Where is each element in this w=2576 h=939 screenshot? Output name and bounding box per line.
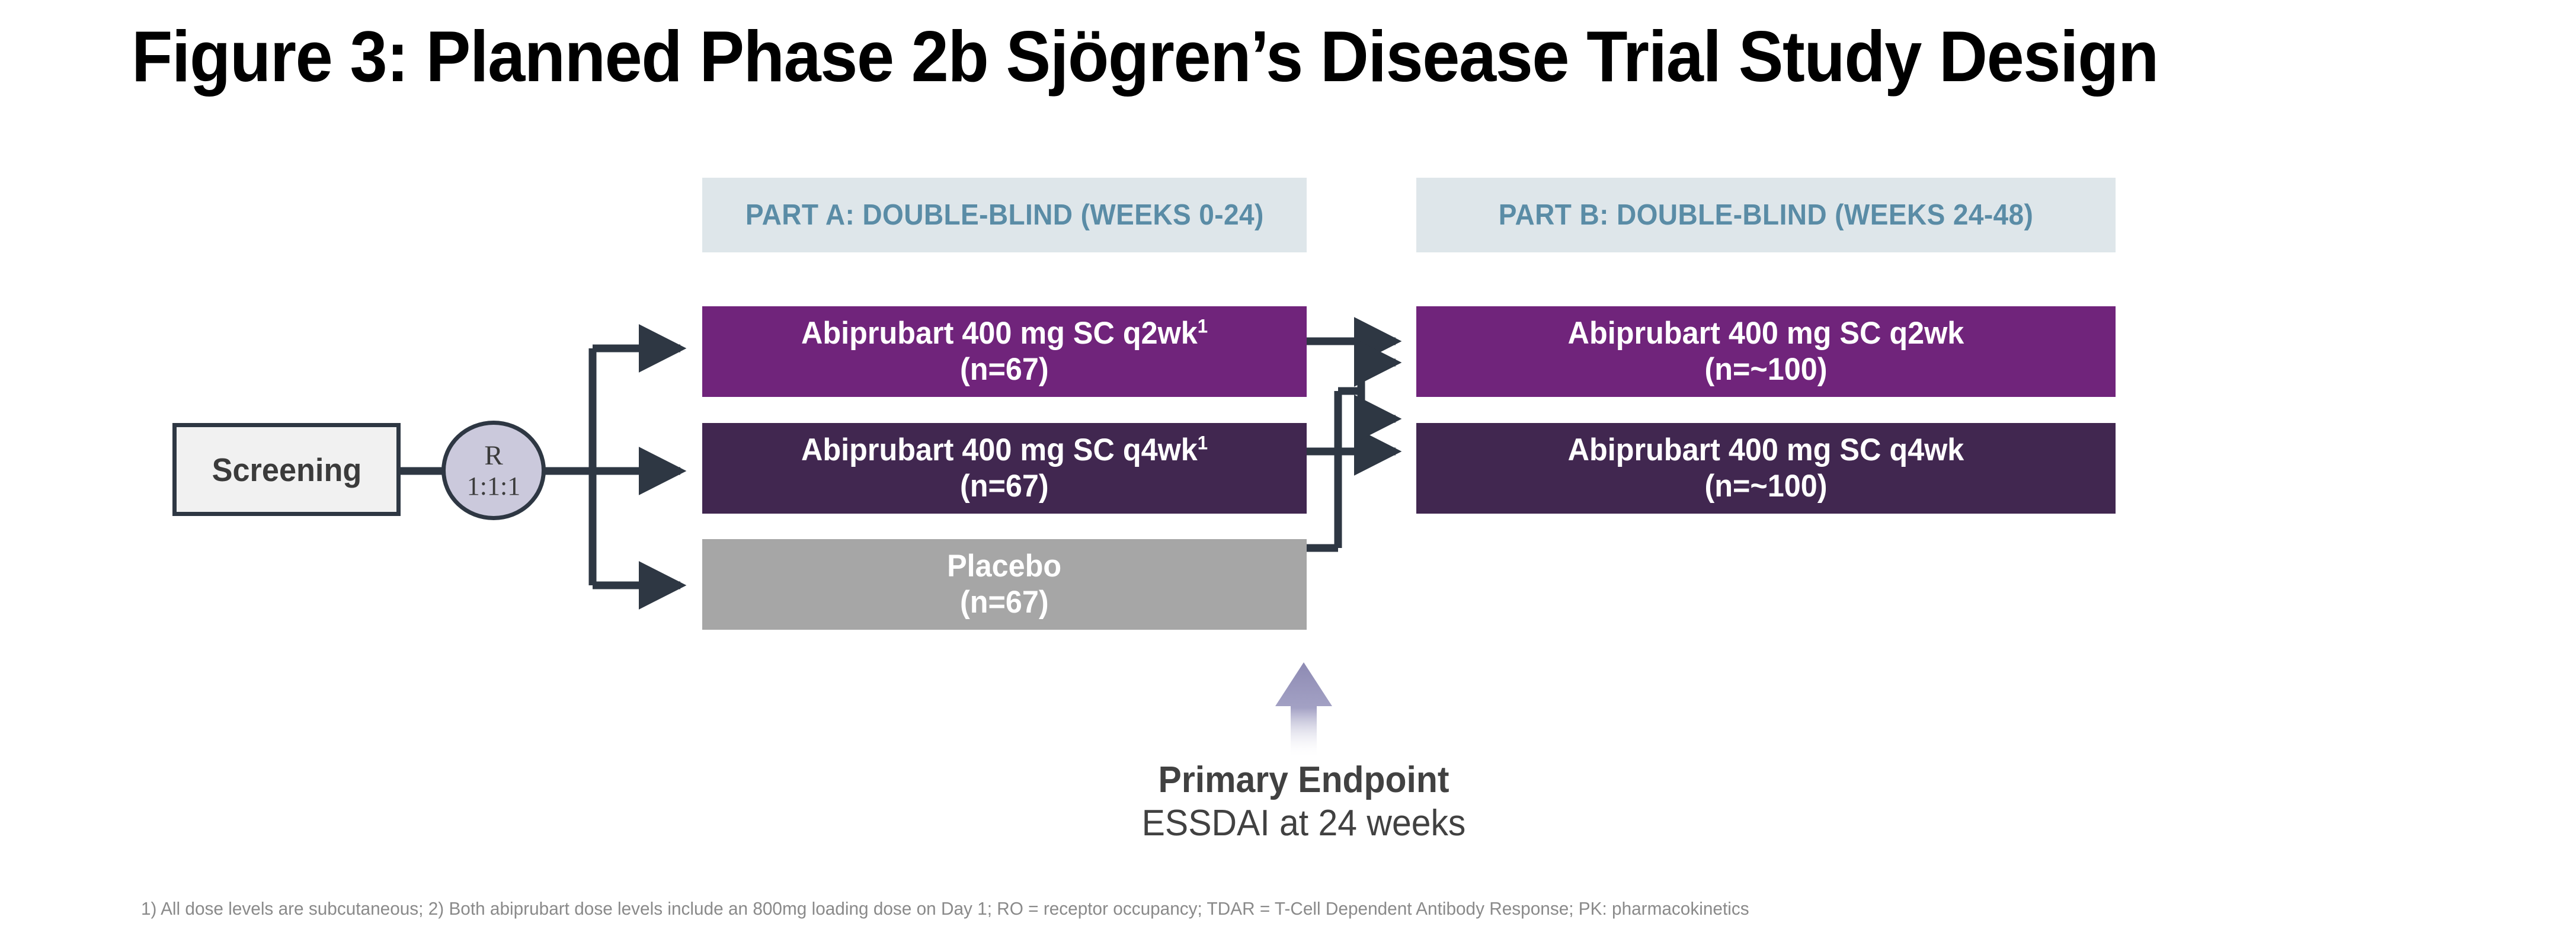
part-a-header-label: PART A: DOUBLE-BLIND (WEEKS 0-24) <box>745 199 1264 231</box>
figure-footnote: 1) All dose levels are subcutaneous; 2) … <box>141 898 1749 919</box>
arm-bar-part-b-q4wk: Abiprubart 400 mg SC q4wk (n=~100) <box>1416 423 2116 514</box>
arm-enrollment-label: (n=~100) <box>1704 468 1828 504</box>
arm-enrollment-label: (n=67) <box>960 584 1049 620</box>
primary-endpoint-measure: ESSDAI at 24 weeks <box>1141 803 1466 844</box>
part-a-header-band: PART A: DOUBLE-BLIND (WEEKS 0-24) <box>702 178 1307 252</box>
part-b-header-label: PART B: DOUBLE-BLIND (WEEKS 24-48) <box>1498 199 2034 231</box>
figure-title: Figure 3: Planned Phase 2b Sjögren’s Dis… <box>132 16 2159 97</box>
arm-drug-label: Abiprubart 400 mg SC q4wk1 <box>801 431 1208 468</box>
arm-enrollment-label: (n=67) <box>960 351 1049 387</box>
primary-endpoint-caption: Primary Endpoint ESSDAI at 24 weeks <box>1007 758 1600 845</box>
arm-enrollment-label: (n=67) <box>960 468 1049 504</box>
arm-bar-part-a-placebo: Placebo (n=67) <box>702 539 1307 630</box>
arm-bar-part-a-q4wk: Abiprubart 400 mg SC q4wk1 (n=67) <box>702 423 1307 514</box>
arm-footnote-marker: 1 <box>1197 431 1208 454</box>
arm-footnote-marker: 1 <box>1197 315 1208 337</box>
randomization-node: R 1:1:1 <box>441 421 546 520</box>
screening-box: Screening <box>172 423 401 516</box>
randomization-ratio: 1:1:1 <box>466 471 521 501</box>
randomization-letter: R <box>484 440 503 472</box>
arm-drug-label: Abiprubart 400 mg SC q4wk <box>1567 432 1964 468</box>
part-b-header-band: PART B: DOUBLE-BLIND (WEEKS 24-48) <box>1416 178 2116 252</box>
primary-endpoint-title: Primary Endpoint <box>1158 759 1449 800</box>
arm-drug-label: Placebo <box>947 549 1062 584</box>
primary-endpoint-arrow-icon <box>1275 662 1332 757</box>
arm-drug-label: Abiprubart 400 mg SC q2wk <box>1567 316 1964 351</box>
arm-enrollment-label: (n=~100) <box>1704 351 1828 387</box>
arm-drug-label: Abiprubart 400 mg SC q2wk1 <box>801 315 1208 351</box>
arm-bar-part-a-q2wk: Abiprubart 400 mg SC q2wk1 (n=67) <box>702 306 1307 397</box>
arm-bar-part-b-q2wk: Abiprubart 400 mg SC q2wk (n=~100) <box>1416 306 2116 397</box>
screening-label: Screening <box>212 451 361 488</box>
